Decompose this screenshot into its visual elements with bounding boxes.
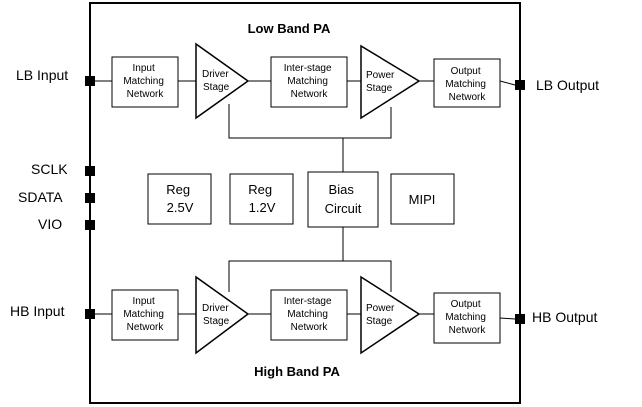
lb-driver-stage-text: Driver Stage — [202, 69, 231, 93]
hb-driver-stage-text: Driver Stage — [202, 303, 231, 327]
reg-1-2v-text: Reg 1.2V — [248, 182, 275, 215]
hb-input-label: HB Input — [10, 303, 65, 319]
sclk-label: SCLK — [31, 161, 68, 177]
lb-interstage-matching-network — [270, 56, 348, 108]
hb-input-pin — [85, 309, 95, 319]
lb-input-matching-network — [111, 56, 179, 108]
lb-input-label: LB Input — [16, 67, 68, 83]
lb-driver-stage — [195, 42, 250, 120]
sdata-label: SDATA — [18, 189, 63, 205]
mipi-block — [390, 173, 455, 225]
bias-circuit-block — [307, 171, 379, 228]
low-band-pa-title: Low Band PA — [248, 21, 331, 36]
hb-interstage-matching-text: Inter-stage Matching Network — [284, 296, 335, 333]
lb-output-label: LB Output — [536, 77, 599, 93]
mipi-text: MIPI — [409, 192, 436, 207]
reg-2-5v-text: Reg 2.5V — [166, 182, 193, 215]
reg-2-5v-block — [147, 173, 212, 225]
lb-input-pin — [85, 76, 95, 86]
lb-output-matching-network — [433, 58, 501, 108]
lb-interstage-matching-text: Inter-stage Matching Network — [284, 63, 335, 100]
sclk-pin — [85, 166, 95, 176]
lb-power-stage — [360, 44, 421, 120]
bias-circuit-text: Bias Circuit — [325, 182, 362, 216]
hb-power-stage-text: Power Stage — [366, 303, 397, 327]
lb-power-stage-text: Power Stage — [366, 70, 397, 94]
hb-output-pin — [515, 314, 525, 324]
lb-input-matching-text: Input Matching Network — [123, 63, 166, 100]
hb-input-matching-network — [111, 289, 179, 341]
sdata-pin — [85, 193, 95, 203]
hb-driver-stage — [195, 275, 250, 355]
hb-power-stage — [360, 275, 421, 355]
reg-1-2v-block — [229, 173, 294, 225]
high-band-pa-title: High Band PA — [254, 364, 340, 379]
lb-output-pin — [515, 80, 525, 90]
hb-output-matching-network — [433, 292, 501, 344]
hb-interstage-matching-network — [270, 289, 348, 341]
vio-pin — [85, 220, 95, 230]
lb-output-matching-text: Output Matching Network — [445, 66, 488, 103]
vio-label: VIO — [38, 216, 62, 232]
hb-output-matching-text: Output Matching Network — [445, 299, 488, 336]
hb-output-label: HB Output — [532, 309, 597, 325]
hb-input-matching-text: Input Matching Network — [123, 296, 166, 333]
